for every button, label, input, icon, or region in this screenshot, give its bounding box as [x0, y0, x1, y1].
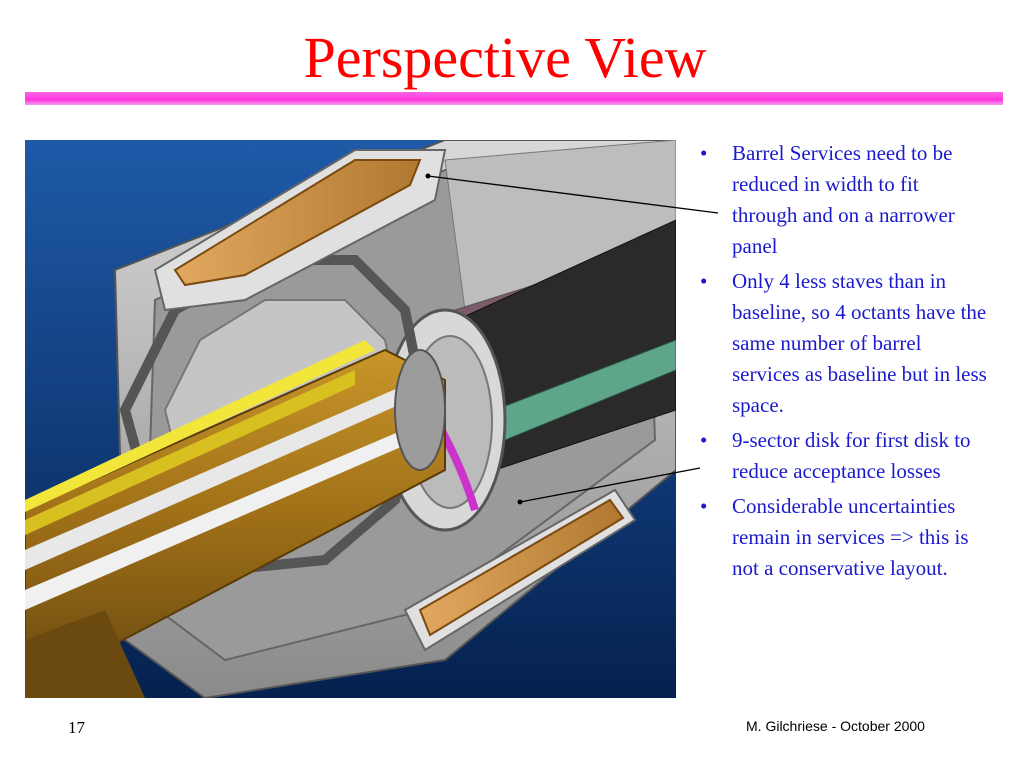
- bullet-item: • Considerable uncertainties remain in se…: [688, 491, 988, 584]
- bullet-text: Considerable uncertainties remain in ser…: [732, 494, 969, 580]
- bullet-dot-icon: •: [700, 141, 708, 165]
- footer-author-date: M. Gilchriese - October 2000: [746, 718, 925, 734]
- detector-figure: [25, 140, 676, 698]
- bullet-item: • Only 4 less staves than in baseline, so…: [688, 266, 988, 421]
- bullet-item: • 9-sector disk for first disk to reduce …: [688, 425, 988, 487]
- bullet-text: 9-sector disk for first disk to reduce a…: [732, 428, 971, 483]
- bullet-item: • Barrel Services need to be reduced in w…: [688, 138, 988, 262]
- bullet-text: Only 4 less staves than in baseline, so …: [732, 269, 987, 417]
- bullet-dot-icon: •: [700, 269, 708, 293]
- detector-cutaway-image: [25, 140, 676, 698]
- page-number: 17: [68, 718, 85, 737]
- bullet-dot-icon: •: [700, 494, 708, 518]
- slide-title: Perspective View: [303, 25, 707, 90]
- bullet-text: Barrel Services need to be reduced in wi…: [732, 141, 955, 258]
- bullet-list: • Barrel Services need to be reduced in w…: [688, 138, 988, 588]
- title-divider: [25, 92, 1003, 105]
- bullet-dot-icon: •: [700, 428, 708, 452]
